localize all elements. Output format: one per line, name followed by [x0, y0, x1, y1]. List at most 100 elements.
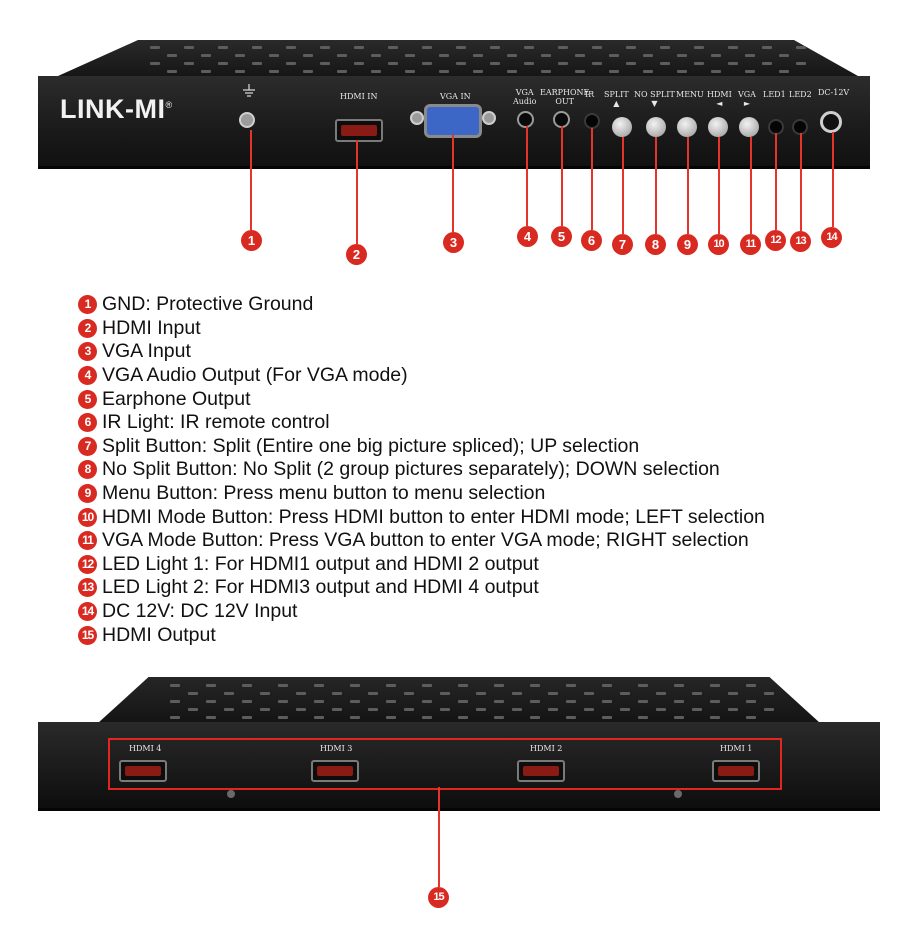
vga-mode-button[interactable]	[739, 117, 759, 137]
vent-slot	[609, 70, 619, 73]
vent-slot	[350, 684, 360, 687]
vent-slot	[507, 70, 517, 73]
vent-slot	[530, 716, 540, 719]
callout-line	[832, 132, 834, 227]
vent-slot	[473, 70, 483, 73]
vent-slot	[278, 684, 288, 687]
legend-number: 7	[78, 436, 97, 456]
vent-slot	[494, 684, 504, 687]
vent-slot	[405, 70, 415, 73]
vent-slot	[184, 46, 194, 49]
vent-slot	[371, 70, 381, 73]
ground-icon	[242, 84, 256, 98]
vent-slot	[269, 70, 279, 73]
legend-text: LED Light 2: For HDMI3 output and HDMI 4…	[102, 576, 539, 599]
vent-slot	[296, 692, 306, 695]
hdmi4-out-port	[119, 760, 167, 782]
legend-text: VGA Input	[102, 340, 191, 363]
vent-slot	[746, 700, 756, 703]
vent-slot	[660, 46, 670, 49]
vent-slot	[350, 700, 360, 703]
vga-screw-right	[482, 111, 496, 125]
legend-text: HDMI Mode Button: Press HDMI button to e…	[102, 505, 765, 528]
vent-slot	[188, 708, 198, 711]
vent-slot	[558, 62, 568, 65]
vent-slot	[796, 46, 806, 49]
vent-slot	[507, 54, 517, 57]
vent-slot	[170, 700, 180, 703]
vent-slot	[626, 62, 636, 65]
legend-number: 12	[78, 554, 97, 574]
legend-text: IR Light: IR remote control	[102, 411, 330, 434]
vent-slot	[458, 716, 468, 719]
callout-4: 4	[517, 226, 538, 247]
menu-button[interactable]	[677, 117, 697, 137]
vent-slot	[354, 62, 364, 65]
vent-slot	[440, 692, 450, 695]
vent-slot	[796, 62, 806, 65]
vent-slot	[566, 716, 576, 719]
callout-3: 3	[443, 232, 464, 253]
vent-slot	[494, 700, 504, 703]
vent-slot	[476, 692, 486, 695]
vent-slot	[422, 700, 432, 703]
vent-slot	[296, 708, 306, 711]
vent-slot	[711, 54, 721, 57]
vent-slot	[512, 692, 522, 695]
hdmi-output-highlight	[108, 738, 782, 790]
vent-slot	[490, 46, 500, 49]
legend-number: 14	[78, 602, 97, 622]
vent-slot	[371, 54, 381, 57]
legend-number: 8	[78, 460, 97, 480]
vent-slot	[728, 62, 738, 65]
dc-power-jack	[820, 111, 842, 133]
vent-slot	[745, 70, 755, 73]
vga-in-label: VGA IN	[440, 92, 471, 101]
vent-slot	[404, 708, 414, 711]
hdmi-mode-button[interactable]	[708, 117, 728, 137]
vent-slot	[188, 692, 198, 695]
vent-slot	[350, 716, 360, 719]
vent-slot	[388, 46, 398, 49]
legend-number: 3	[78, 342, 97, 362]
panel-screw	[674, 790, 682, 798]
vent-slot	[150, 62, 160, 65]
vent-slot	[620, 708, 630, 711]
vent-slot	[206, 716, 216, 719]
vent-slot	[150, 46, 160, 49]
hdmi2-label: HDMI 2	[530, 744, 563, 753]
vent-slot	[439, 70, 449, 73]
vent-slot	[779, 54, 789, 57]
legend-number: 2	[78, 318, 97, 338]
callout-line	[452, 135, 454, 232]
vent-slot	[643, 70, 653, 73]
vent-slot	[494, 716, 504, 719]
no-split-button[interactable]	[646, 117, 666, 137]
vent-slot	[592, 46, 602, 49]
vent-slot	[638, 684, 648, 687]
vent-slot	[762, 46, 772, 49]
legend-text: Menu Button: Press menu button to menu s…	[102, 482, 546, 505]
callout-1: 1	[241, 230, 262, 251]
vent-slot	[677, 70, 687, 73]
vga-screw-left	[410, 111, 424, 125]
dc-label: DC-12V	[818, 88, 850, 97]
vent-slot	[314, 684, 324, 687]
vent-slot	[524, 62, 534, 65]
ground-screw	[239, 112, 255, 128]
no-split-label: NO SPLIT▼	[634, 90, 675, 108]
vent-slot	[656, 692, 666, 695]
vga-in-port	[424, 104, 482, 138]
vent-slot	[252, 46, 262, 49]
vent-slot	[235, 70, 245, 73]
split-button[interactable]	[612, 117, 632, 137]
vent-slot	[566, 700, 576, 703]
